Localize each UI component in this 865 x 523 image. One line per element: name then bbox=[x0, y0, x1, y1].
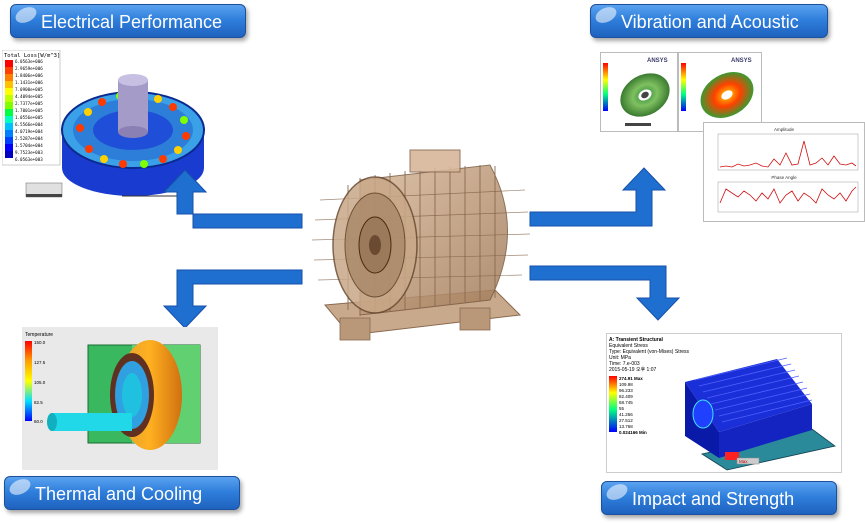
impact-header-line: Unit: MPa bbox=[609, 355, 631, 361]
impact-header-line: Time: 7.e-003 bbox=[609, 361, 640, 367]
loss-legend-value: 2.9659e+006 bbox=[15, 66, 43, 71]
thermal-motor-model bbox=[47, 340, 201, 450]
impact-stress-figure: A: Transient Structural Equivalent Stres… bbox=[609, 337, 836, 471]
temperature-colorbar bbox=[25, 341, 32, 421]
thermal-figure: Temperature 150.0 127.5 105.0 82.5 60.0 bbox=[25, 332, 201, 450]
loss-legend-value: 1.1431e+006 bbox=[15, 80, 43, 85]
vibration-mode-image-2: ANSYS bbox=[678, 52, 762, 132]
stator-rotor-model bbox=[61, 74, 205, 196]
impact-header-line: Equivalent Stress bbox=[609, 343, 648, 349]
loss-legend-value: 6.0563e+006 bbox=[15, 59, 43, 64]
phase-chart-title: Phase Angle bbox=[771, 175, 797, 180]
gloss-highlight bbox=[7, 477, 33, 498]
stress-legend-value: 82.409 bbox=[619, 394, 633, 399]
loss-legend-value: 1.0556e+005 bbox=[15, 115, 43, 120]
stress-legend-value: 55 bbox=[619, 406, 625, 411]
arrow-to-vibration bbox=[529, 167, 667, 227]
loss-legend-title: Total Loss[W/m^3] bbox=[4, 53, 60, 59]
loss-legend-value: 6.0563e+003 bbox=[15, 157, 43, 162]
stress-legend-value: 27.512 bbox=[619, 418, 633, 423]
loss-legend-value: 1.8406e+006 bbox=[15, 73, 43, 78]
arrow-to-electrical bbox=[162, 169, 303, 229]
center-motor-image bbox=[300, 140, 530, 360]
stress-legend-value: 96.233 bbox=[619, 388, 633, 393]
ansys-brand: ANSYS bbox=[731, 58, 752, 64]
arrow-to-impact bbox=[529, 265, 681, 321]
stress-legend-value: 0.024166 Min bbox=[619, 430, 647, 435]
arrow-to-thermal bbox=[162, 269, 303, 329]
impact-header-line: 2015-05-19 오후 1:07 bbox=[609, 367, 657, 373]
loss-legend-value: 9.7523e+003 bbox=[15, 150, 43, 155]
vibration-charts: Amplitude Phase Angle bbox=[717, 127, 859, 213]
loss-legend-value: 2.5287e+004 bbox=[15, 136, 43, 141]
loss-legend-value: 6.5566e+004 bbox=[15, 122, 43, 127]
impact-motor-model: Max bbox=[685, 357, 836, 471]
stress-legend-value: 68.745 bbox=[619, 400, 633, 405]
motor-housing-model bbox=[311, 149, 530, 341]
vibration-mode-image-1: ANSYS bbox=[600, 52, 678, 132]
stress-legend-value: 41.256 bbox=[619, 412, 633, 417]
electrical-loss-image: Total Loss[W/m^3] 6.0563e+006 2.9659e+00… bbox=[2, 50, 210, 200]
stress-legend-value: 13.768 bbox=[619, 424, 633, 429]
thermal-cooling-title: Thermal and Cooling bbox=[4, 476, 240, 510]
gloss-highlight bbox=[604, 482, 630, 503]
temperature-legend-value: 60.0 bbox=[34, 419, 43, 424]
thermal-image: Temperature 150.0 127.5 105.0 82.5 60.0 bbox=[22, 327, 218, 470]
impact-strength-label: Impact and Strength bbox=[632, 489, 795, 509]
impact-header-line: A: Transient Structural bbox=[609, 337, 664, 343]
loss-legend-value: 1.5704e+004 bbox=[15, 143, 43, 148]
impact-image: A: Transient Structural Equivalent Stres… bbox=[606, 333, 842, 473]
temperature-legend-value: 82.5 bbox=[34, 400, 43, 405]
stress-colorbar bbox=[609, 376, 617, 432]
loss-legend-value: 1.7001e+005 bbox=[15, 108, 43, 113]
max-stress-label: Max bbox=[739, 459, 748, 464]
electrical-performance-title: Electrical Performance bbox=[10, 4, 246, 38]
vibration-acoustic-label: Vibration and Acoustic bbox=[621, 12, 799, 32]
vibration-acoustic-title: Vibration and Acoustic bbox=[590, 4, 828, 38]
temperature-legend-title: Temperature bbox=[25, 332, 53, 338]
impact-strength-title: Impact and Strength bbox=[601, 481, 837, 515]
amplitude-chart-title: Amplitude bbox=[774, 127, 795, 132]
loss-legend-value: 4.0719e+004 bbox=[15, 129, 43, 134]
thermal-cooling-label: Thermal and Cooling bbox=[35, 484, 203, 504]
electrical-loss-figure: Total Loss[W/m^3] 6.0563e+006 2.9659e+00… bbox=[2, 50, 205, 198]
impact-header-line: Type: Equivalent (von-Mises) Stress bbox=[609, 349, 690, 355]
temperature-legend-value: 105.0 bbox=[34, 380, 46, 385]
vibration-mode-figure-1: ANSYS bbox=[603, 58, 670, 126]
stress-legend-value: 274.91 Max bbox=[619, 376, 643, 381]
loss-legend-value: 4.4094e+005 bbox=[15, 94, 43, 99]
loss-colorbar bbox=[5, 60, 13, 158]
electrical-performance-label: Electrical Performance bbox=[41, 12, 223, 32]
stress-legend-value: 109.98 bbox=[619, 382, 633, 387]
temperature-legend-value: 150.0 bbox=[34, 340, 46, 345]
ansys-brand: ANSYS bbox=[647, 58, 668, 64]
loss-legend-value: 2.7377e+005 bbox=[15, 101, 43, 106]
temperature-legend-value: 127.5 bbox=[34, 360, 46, 365]
loss-legend-value: 7.0900e+005 bbox=[15, 87, 43, 92]
